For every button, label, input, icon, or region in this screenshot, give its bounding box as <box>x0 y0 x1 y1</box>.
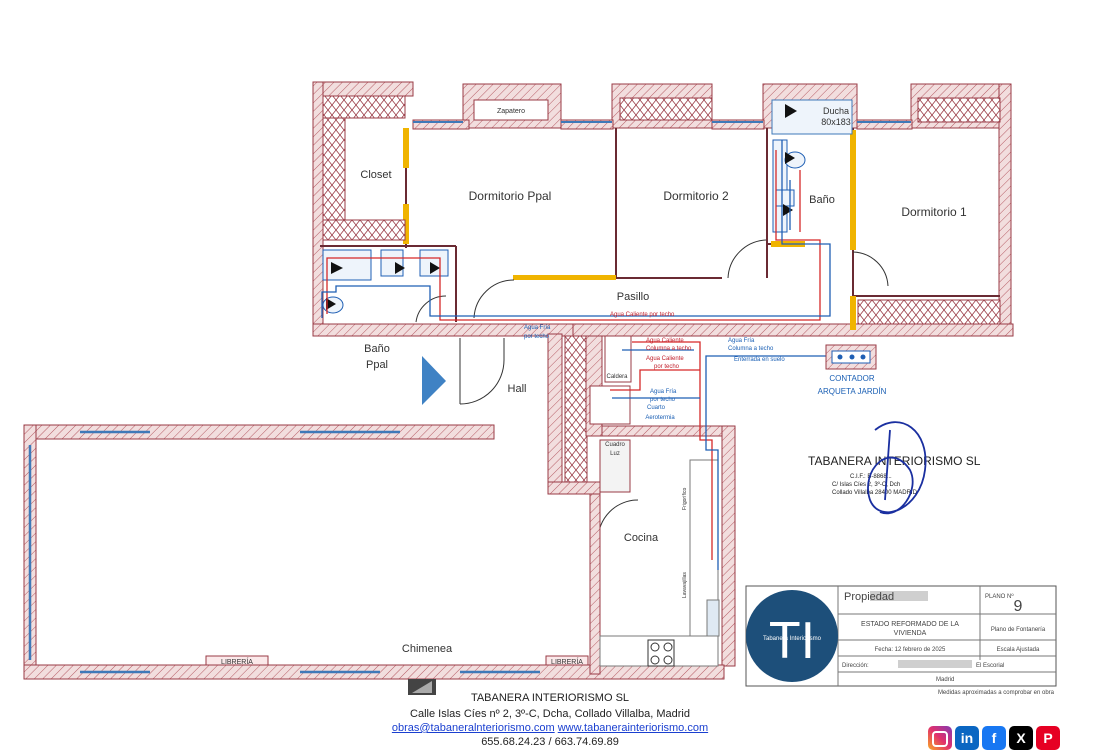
tb-plano-tipo: Plano de Fontanería <box>991 627 1046 633</box>
stamp-address: C/ Islas Cíes 2, 3º-C, Dch <box>832 481 900 488</box>
logo-caption: Tabanera Interiorismo <box>763 636 822 642</box>
label-zapatero: Zapatero <box>497 108 525 115</box>
label-enterrada-suelo: Enterrada en suelo <box>734 357 785 363</box>
label-caldera: Caldera <box>606 374 628 380</box>
instagram-icon[interactable] <box>928 726 952 750</box>
linkedin-icon[interactable]: in <box>955 726 979 750</box>
label-bano-ppal-2: Ppal <box>366 359 388 371</box>
stamp-city: Collado Villalba 28400 MADRID <box>832 490 918 496</box>
company-stamp: TABANERA INTERIORISMO SL C.I.F.: B-8868.… <box>808 421 981 515</box>
footer-company: TABANERA INTERIORISMO SL <box>470 692 630 704</box>
wardrobes <box>322 95 1001 487</box>
footer-phones: 655.68.24.23 / 663.74.69.89 <box>481 736 619 748</box>
tb-direccion-suffix: El Escorial <box>976 663 1004 669</box>
label-agua-caliente-techo-2a: Agua Caliente <box>646 356 684 362</box>
tb-ciudad: Madrid <box>936 677 954 683</box>
utility-rooms <box>589 335 632 493</box>
label-chimenea: Chimenea <box>402 643 453 655</box>
label-contador: CONTADOR <box>829 374 874 383</box>
footer-contact: obras@tabaneralnteriorismo.com www.taban… <box>300 722 800 734</box>
tb-escala: Escala Ajustada <box>997 647 1040 653</box>
label-luz: Luz <box>610 451 620 457</box>
label-cocina: Cocina <box>624 532 659 544</box>
signature <box>867 421 927 515</box>
tb-estado-1: ESTADO REFORMADO DE LA <box>861 621 959 628</box>
tb-nota: Medidas aproximadas a comprobar en obra <box>938 690 1055 696</box>
windows-living <box>28 430 540 674</box>
label-aerotermia: Aerotermia <box>645 415 675 421</box>
label-agua-caliente-columna-2: Columna a techo <box>646 346 692 352</box>
logo-letters: TI <box>769 612 815 670</box>
title-block: TI Tabanera Interiorismo Propiedad PLANO… <box>745 585 1057 696</box>
label-cuarto: Cuarto <box>647 405 666 411</box>
label-agua-fria-techo-3a: Agua Fría <box>650 389 677 395</box>
label-agua-fria-techo-3b: por techo <box>650 397 676 403</box>
entrance-arrow <box>422 356 446 405</box>
label-dormitorio-2: Dormitorio 2 <box>663 189 729 203</box>
pipe-labels: Agua Caliente por techo Agua Fría por te… <box>524 312 785 403</box>
tb-plano-label: PLANO Nº <box>985 593 1014 600</box>
tb-direccion-label: Dirección: <box>842 663 869 669</box>
stamp-company: TABANERA INTERIORISMO SL <box>808 454 981 468</box>
footer-email-link[interactable]: obras@tabaneralnteriorismo.com <box>391 722 555 734</box>
label-agua-fria-techo-1: Agua Fría <box>524 325 551 331</box>
tb-estado-2: VIVIENDA <box>894 630 927 637</box>
label-agua-caliente-columna-1: Agua Caliente <box>646 338 684 344</box>
label-ducha-1: Ducha <box>823 106 849 116</box>
label-bano-ppal-1: Baño <box>364 343 390 355</box>
tb-propiedad-label: Propiedad <box>844 591 894 603</box>
hall-door <box>459 338 505 405</box>
label-libreria-2: LIBRERÍA <box>551 657 583 666</box>
label-lavavajillas: Lavavajillas <box>682 572 688 598</box>
label-arqueta: ARQUETA JARDÍN <box>818 387 887 396</box>
kitchen-counters <box>599 459 720 667</box>
libreria-units <box>205 655 589 666</box>
label-agua-caliente-techo-2b: por techo <box>654 364 680 370</box>
label-ducha-2: 80x183 <box>821 117 851 127</box>
label-agua-fria-columna-2: Columna a techo <box>728 346 774 352</box>
label-agua-fria-techo-2: por techo <box>524 334 550 340</box>
stamp-cif: C.I.F.: B-8868... <box>850 474 892 480</box>
label-libreria-1: LIBRERÍA <box>221 657 253 666</box>
label-hall: Hall <box>508 383 527 395</box>
facebook-icon[interactable]: f <box>982 726 1006 750</box>
label-agua-caliente-techo: Agua Caliente por techo <box>610 312 675 318</box>
zapatero <box>473 99 549 121</box>
label-cuadro: Cuadro <box>605 442 625 448</box>
hot-water-pipes <box>326 150 821 560</box>
tb-plano-number: 9 <box>1014 598 1023 615</box>
cooktop <box>647 639 675 667</box>
pinterest-icon[interactable]: P <box>1036 726 1060 750</box>
cold-water-pipes <box>321 140 831 570</box>
tb-fecha: Fecha: 12 febrero de 2025 <box>875 647 946 653</box>
label-dormitorio-ppal: Dormitorio Ppal <box>469 189 552 203</box>
footer-address: Calle Islas Cíes nº 2, 3º-C, Dcha, Colla… <box>410 708 690 720</box>
label-bano: Baño <box>809 194 835 206</box>
contador-arqueta: CONTADOR ARQUETA JARDÍN <box>818 344 887 396</box>
label-closet: Closet <box>360 169 391 181</box>
label-pasillo: Pasillo <box>617 291 649 303</box>
label-dormitorio-1: Dormitorio 1 <box>901 205 967 219</box>
footer-web-link[interactable]: www.tabanerainteriorismo.com <box>557 722 709 734</box>
x-icon[interactable]: X <box>1009 726 1033 750</box>
label-frigorifico: Frigorífico <box>682 488 688 510</box>
label-agua-fria-columna-1: Agua Fría <box>728 338 755 344</box>
